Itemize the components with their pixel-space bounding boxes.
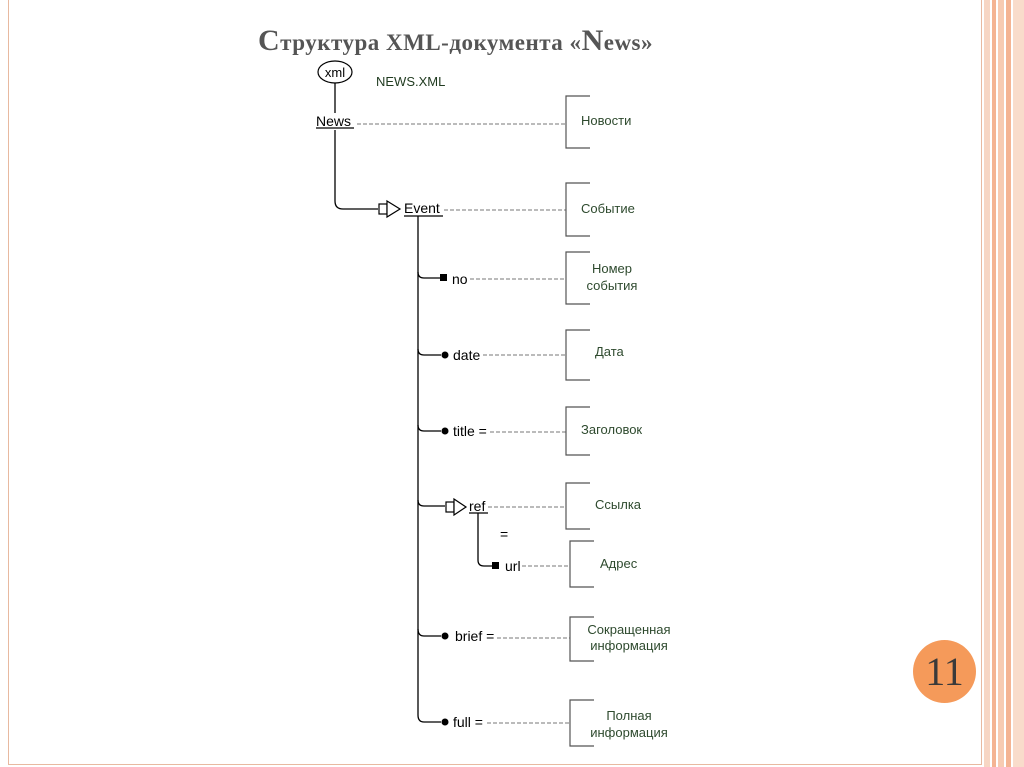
desc-full-line1: Полная (606, 708, 651, 723)
no-square-icon (440, 274, 447, 281)
node-news: News (316, 113, 351, 129)
node-no: no (452, 271, 468, 287)
node-title: title = (453, 423, 487, 439)
tree-lines (316, 83, 492, 723)
file-name: NEWS.XML (376, 74, 445, 89)
decorative-stripes (984, 0, 1024, 767)
desc-ref: Ссылка (595, 497, 642, 512)
desc-date: Дата (595, 344, 625, 359)
node-full: full = (453, 714, 483, 730)
ref-marker-icon (445, 497, 468, 517)
desc-url: Адрес (600, 556, 638, 571)
node-date: date (453, 347, 480, 363)
description-brackets (565, 95, 594, 747)
date-bullet-icon (441, 351, 449, 359)
desc-title: Заголовок (581, 422, 642, 437)
desc-brief-line2: информация (590, 638, 668, 653)
dashed-leaders (357, 123, 570, 724)
node-ref-equals: = (500, 526, 508, 542)
title-bullet-icon (441, 427, 449, 435)
node-event: Event (404, 200, 440, 216)
node-ref: ref (469, 498, 485, 514)
slide-title: Структура XML-документа «News» (258, 24, 654, 57)
event-marker-icon (378, 199, 402, 219)
desc-event: Событие (581, 201, 635, 216)
desc-brief-line1: Сокращенная (587, 622, 670, 637)
desc-no-line1: Номер (592, 261, 632, 276)
node-brief: brief = (455, 628, 494, 644)
slide-frame (8, 0, 982, 765)
page-number-badge: 11 (913, 640, 976, 703)
desc-full-line2: информация (590, 725, 668, 740)
full-bullet-icon (441, 718, 449, 726)
desc-no-line2: события (587, 278, 638, 293)
xml-root-label: xml (325, 65, 345, 80)
url-square-icon (492, 562, 499, 569)
node-url: url (505, 558, 521, 574)
desc-news: Новости (581, 113, 631, 128)
brief-bullet-icon (441, 632, 449, 640)
